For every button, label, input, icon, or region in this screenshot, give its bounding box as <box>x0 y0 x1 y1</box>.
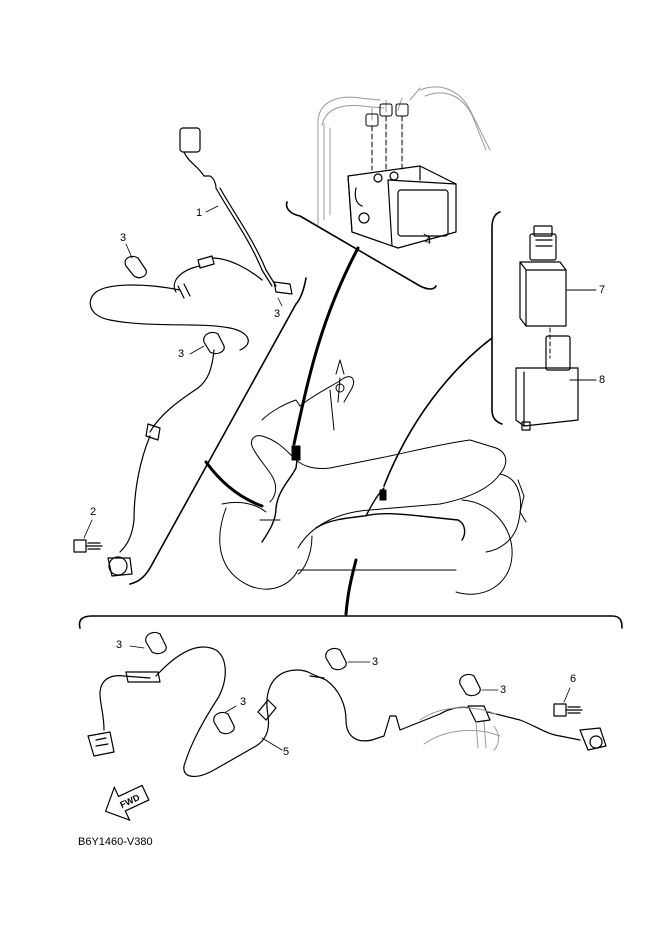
scooter-outline <box>204 246 527 616</box>
callout-2: 2 <box>90 506 97 518</box>
diagram-part-code: B6Y1460-V380 <box>78 836 153 848</box>
callout-3-rear-mid: 3 <box>372 656 379 668</box>
lower-bracket <box>78 615 623 629</box>
rear-wheel-sensor-lead <box>87 631 607 777</box>
callout-7: 7 <box>599 284 606 296</box>
callout-3-front-mid: 3 <box>178 348 185 360</box>
callout-5: 5 <box>283 746 290 758</box>
callout-3-rear-center: 3 <box>240 696 247 708</box>
ecu-parts <box>491 211 597 431</box>
callout-6: 6 <box>570 673 577 685</box>
callout-3-rear-right: 3 <box>500 684 507 696</box>
abs-hydraulic-unit <box>285 86 491 290</box>
callout-4: 4 <box>425 235 432 247</box>
callout-8: 8 <box>599 374 606 386</box>
fwd-arrow-icon: FWD <box>104 784 150 822</box>
callout-3-front-clip: 3 <box>274 308 281 320</box>
callout-3-rear-left: 3 <box>116 639 123 651</box>
front-wheel-sensor-lead <box>73 127 307 585</box>
callout-3-front-clamp: 3 <box>120 232 127 244</box>
callout-1: 1 <box>196 207 203 219</box>
